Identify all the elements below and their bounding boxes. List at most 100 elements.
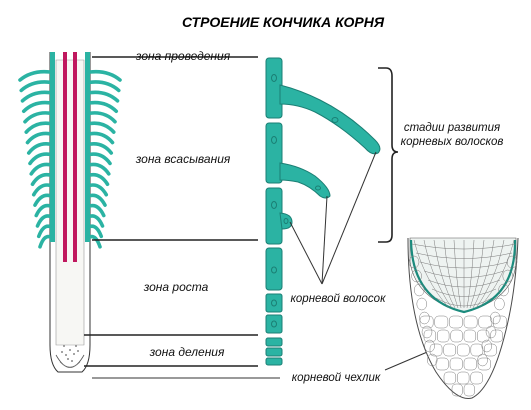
root-cap-label: корневой чехлик xyxy=(292,372,381,384)
cap-cell xyxy=(478,315,493,329)
meristem-cell-file xyxy=(443,239,459,309)
meristem-cell-file xyxy=(413,239,450,309)
cap-cell xyxy=(443,343,456,357)
root-hair xyxy=(88,80,121,93)
root-longitudinal-view xyxy=(18,52,122,373)
meristem-cell-file xyxy=(472,239,495,309)
meristem-cell-file xyxy=(469,239,485,309)
root-hair xyxy=(88,142,114,155)
cap-side-cell xyxy=(506,255,518,269)
cap-cell xyxy=(434,315,449,329)
cap-cell xyxy=(423,329,437,343)
cap-cell xyxy=(449,357,463,371)
root-cap-left xyxy=(55,354,85,368)
diagram-title: СТРОЕНИЕ КОНЧИКА КОРНЯ xyxy=(182,14,385,30)
cap-cell xyxy=(437,329,450,343)
cap-side-cell xyxy=(494,297,505,311)
cap-cell xyxy=(463,329,477,343)
cap-side-cell xyxy=(498,283,509,297)
xylem-strand-left xyxy=(63,52,67,262)
cap-side-cell xyxy=(485,325,497,339)
root-hair xyxy=(38,234,52,249)
root-hair xyxy=(24,121,52,134)
meristem-cell-file xyxy=(423,239,453,309)
root-hair xyxy=(88,69,122,82)
root-hair xyxy=(88,152,112,166)
cap-cell xyxy=(470,371,483,385)
root-cap-pointer xyxy=(384,349,433,371)
root-hair-label: корневой волосок xyxy=(290,293,386,305)
root-hair xyxy=(88,131,115,145)
cap-side-cell xyxy=(421,325,433,339)
root-hair xyxy=(20,90,52,103)
root-hair xyxy=(88,100,119,114)
cap-side-cell xyxy=(413,283,425,297)
root-hair-mature xyxy=(279,84,381,155)
cap-cell xyxy=(477,357,491,371)
root-hair xyxy=(88,193,107,207)
root-hair-pointers xyxy=(289,151,377,285)
cap-cell xyxy=(490,329,503,343)
cap-cell xyxy=(463,315,478,329)
cap-cell xyxy=(419,315,434,329)
stages-bracket xyxy=(378,67,399,243)
zone-label-absorption: зона всасывания xyxy=(135,152,231,166)
root-hair xyxy=(88,121,116,134)
root-hair xyxy=(33,193,52,207)
root-hair xyxy=(34,203,52,218)
cap-cell xyxy=(484,343,497,357)
cap-side-cell xyxy=(477,353,488,367)
root-hair xyxy=(25,131,52,145)
root-hair xyxy=(31,183,52,197)
cap-cell xyxy=(443,371,457,385)
cap-side-cell xyxy=(489,311,501,325)
cap-cell xyxy=(457,371,470,385)
xylem-strand-right xyxy=(73,52,77,262)
epidermis-cell-column xyxy=(265,57,381,366)
zone-label-conduction: зона проведения xyxy=(135,49,231,63)
cap-cell xyxy=(463,383,475,397)
root-hair xyxy=(88,203,106,218)
root-hair xyxy=(26,142,52,155)
root-hair xyxy=(88,172,110,187)
stages-label-line2: корневых волосков xyxy=(401,136,504,148)
meristem-cell-file xyxy=(478,239,515,309)
root-hair-emerging xyxy=(279,212,293,230)
cap-side-cell xyxy=(424,339,435,353)
root-cap-detail xyxy=(407,237,519,399)
cap-cell xyxy=(449,315,463,329)
cap-cell xyxy=(451,383,463,397)
cap-side-cell xyxy=(419,311,430,325)
root-hair xyxy=(18,69,52,82)
root-hair xyxy=(19,80,52,93)
meristem-cell-file xyxy=(433,239,456,309)
cap-side-cell xyxy=(502,269,514,283)
cap-cell xyxy=(450,329,463,343)
meristem-cell-file xyxy=(475,239,505,309)
cap-cell xyxy=(463,357,477,371)
root-hair xyxy=(28,152,52,166)
cap-side-cell xyxy=(416,297,428,311)
stages-label-line1: стадии развития xyxy=(404,122,500,134)
cap-cell xyxy=(456,343,470,357)
zone-label-division: зона деления xyxy=(149,345,225,359)
cap-side-cell xyxy=(411,269,422,283)
root-hair xyxy=(88,111,117,124)
root-hair xyxy=(88,162,111,176)
root-hairs-left xyxy=(18,69,52,249)
root-hair xyxy=(36,224,52,239)
cap-side-cell xyxy=(408,255,420,269)
root-hair-growing xyxy=(279,162,331,199)
root-hairs-right xyxy=(88,69,122,249)
cap-side-cell xyxy=(481,339,493,353)
root-hair xyxy=(35,214,52,228)
root-hair xyxy=(88,90,120,103)
zone-label-growth: зона роста xyxy=(143,280,209,294)
zone-guides xyxy=(84,56,280,379)
root-hair xyxy=(88,183,109,197)
root-hair xyxy=(88,234,102,249)
meristem-cell-file xyxy=(453,239,462,309)
cap-side-cell xyxy=(426,353,438,367)
root-hair xyxy=(29,162,52,176)
